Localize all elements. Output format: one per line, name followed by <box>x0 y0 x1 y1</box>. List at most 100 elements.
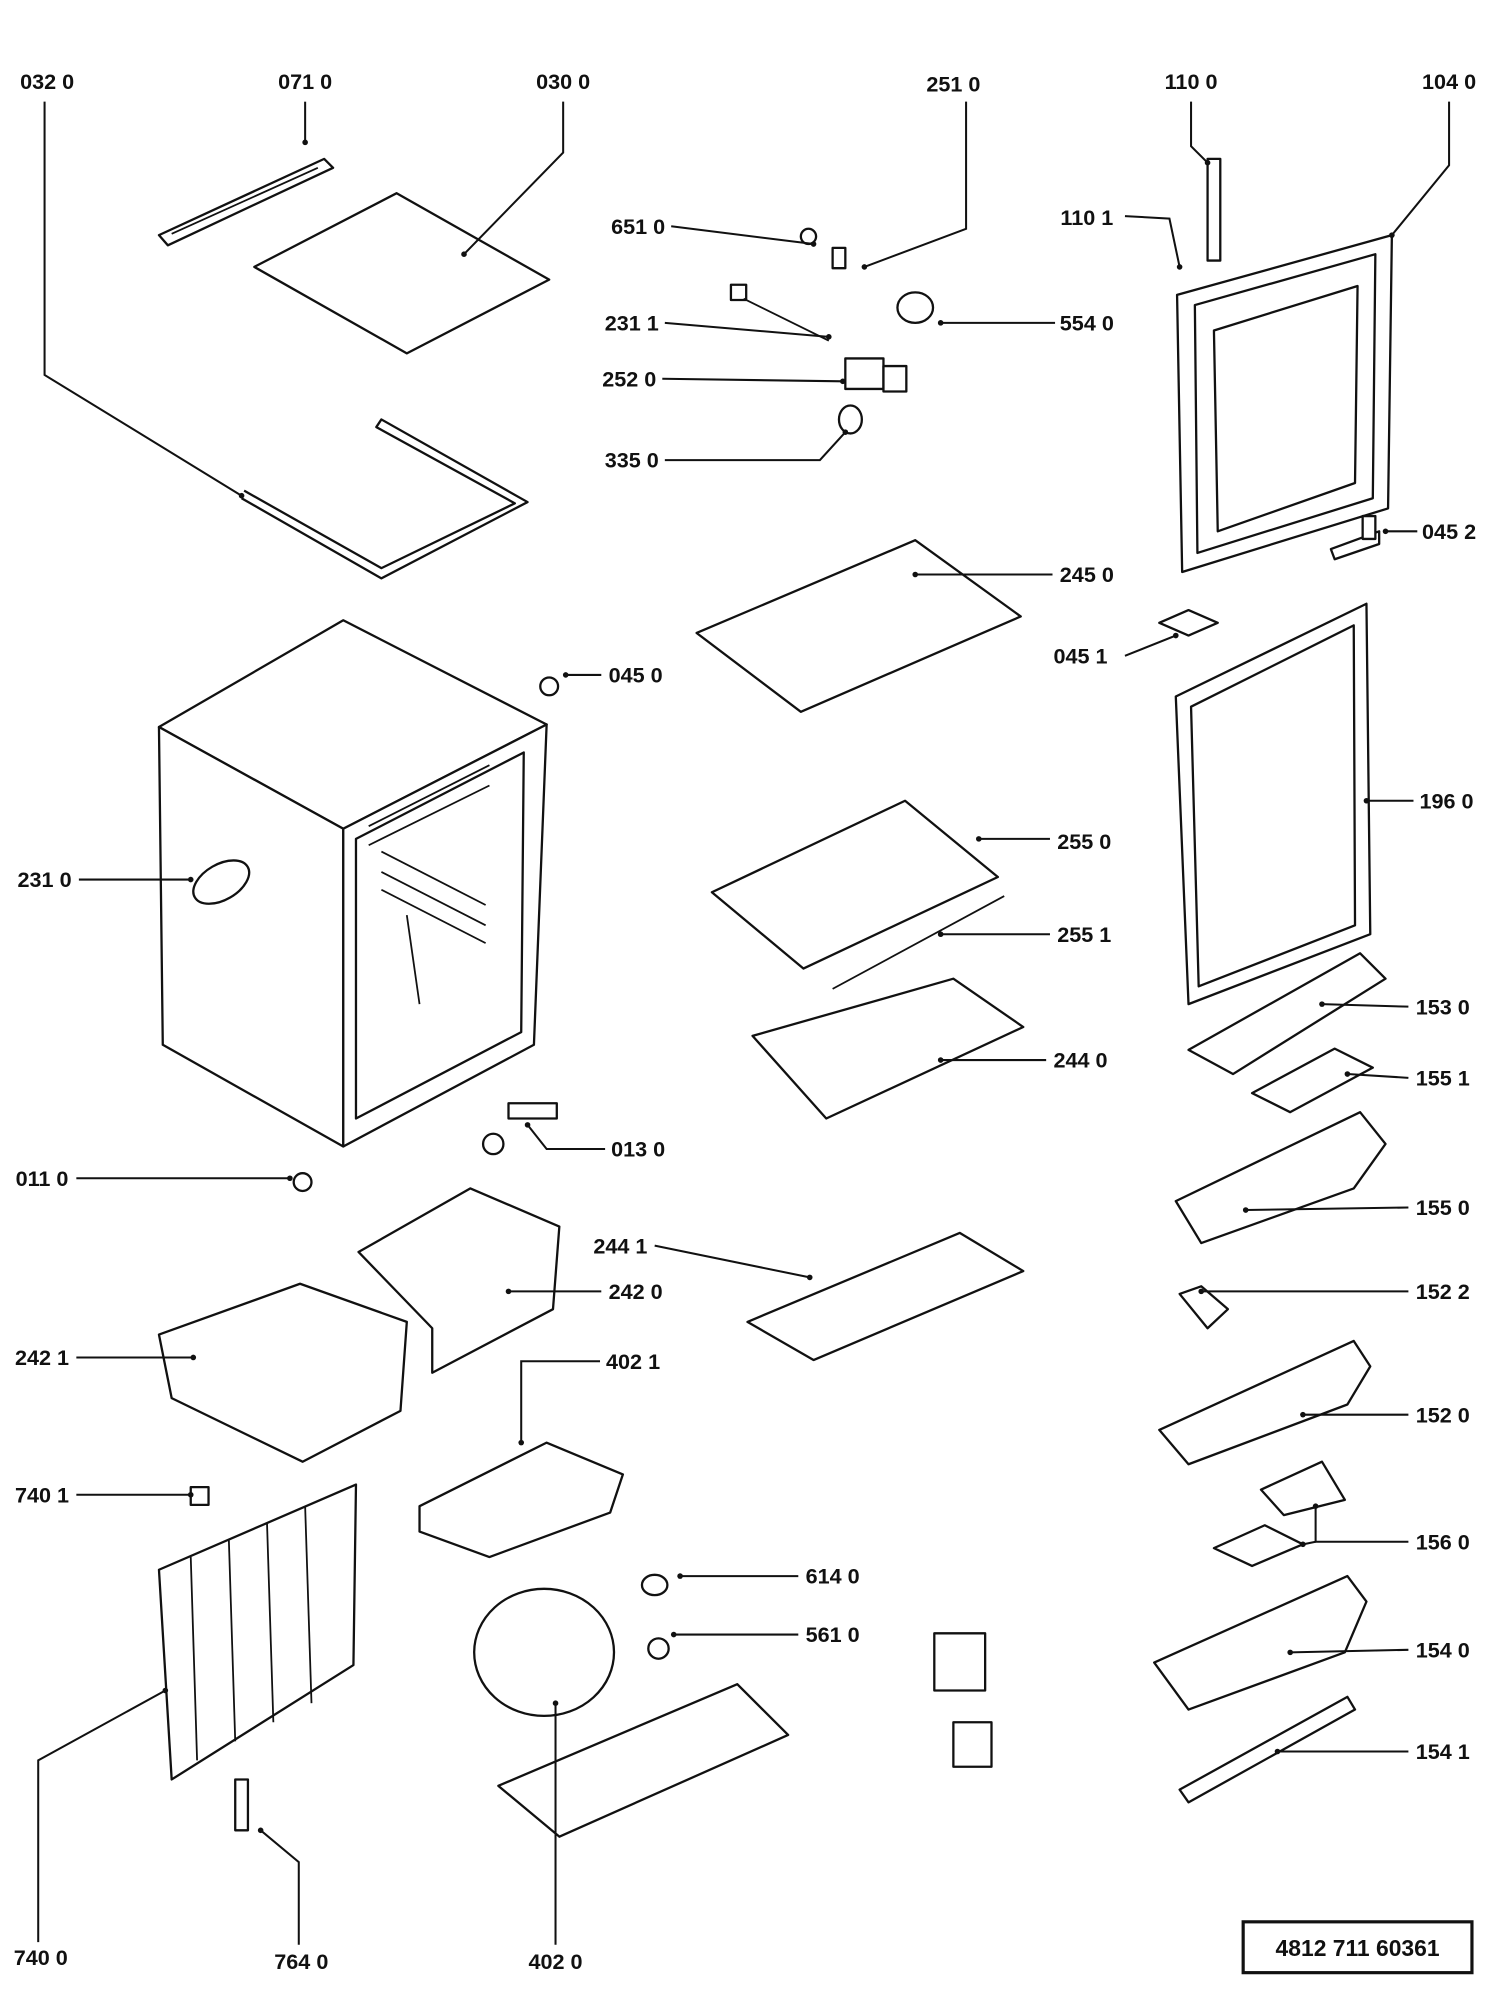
callout: 104 0 <box>1389 69 1476 238</box>
callout: 110 0 <box>1165 69 1218 166</box>
callout: 196 0 <box>1363 788 1474 813</box>
callout: 013 0 <box>524 1122 665 1162</box>
callout: 110 1 <box>1060 205 1183 270</box>
leader-dot <box>937 320 944 326</box>
part-number-label: 335 0 <box>605 448 659 473</box>
leader-dot <box>1274 1748 1281 1755</box>
leader-dot <box>238 492 245 499</box>
leader-line <box>37 1689 166 1943</box>
part-freezer-door-1040 <box>1158 157 1394 637</box>
part-control-components <box>729 227 935 435</box>
part-number-label: 030 0 <box>536 69 590 94</box>
part-crispers <box>157 1187 561 1463</box>
leader-line <box>1124 634 1177 657</box>
leader-dot <box>461 251 467 258</box>
callout: 244 0 <box>937 1048 1107 1073</box>
part-number-label: 402 1 <box>606 1349 660 1374</box>
leader-dot <box>505 1288 512 1295</box>
callout: 153 0 <box>1319 994 1470 1019</box>
part-number-label: 251 0 <box>926 72 980 97</box>
callout: 245 0 <box>912 562 1114 587</box>
callout: 554 0 <box>937 310 1114 335</box>
leader-dot <box>806 1274 813 1281</box>
part-number-label: 110 1 <box>1060 205 1113 230</box>
leader-line <box>520 1360 601 1443</box>
leader-dot <box>1300 1411 1306 1418</box>
leader-line <box>1290 1648 1409 1654</box>
callout: 651 0 <box>611 214 817 247</box>
leader-dot <box>861 264 868 270</box>
callout: 402 1 <box>518 1349 660 1446</box>
leader-dot <box>810 241 817 247</box>
leader-dot <box>552 1700 559 1706</box>
part-number-label: 155 1 <box>1416 1065 1470 1090</box>
callout: 152 2 <box>1198 1279 1470 1304</box>
callout: 244 1 <box>593 1233 813 1281</box>
callout: 154 1 <box>1274 1739 1470 1764</box>
part-number-label: 255 0 <box>1057 829 1111 854</box>
leader-dot <box>1300 1541 1306 1548</box>
leader-dot <box>975 836 982 842</box>
part-number-label: 110 0 <box>1165 69 1218 94</box>
leader-line <box>662 377 843 383</box>
callout: 156 0 <box>1300 1503 1470 1554</box>
leader-dot <box>826 334 832 340</box>
leader-dot <box>524 1122 531 1128</box>
callout: 045 2 <box>1382 519 1476 544</box>
callout: 152 0 <box>1300 1402 1470 1427</box>
leader-line <box>1190 101 1209 164</box>
leader-dot <box>937 1057 944 1063</box>
leader-dot <box>1363 797 1370 804</box>
callout: 402 0 <box>529 1700 583 1974</box>
part-number-label: 071 0 <box>278 69 332 94</box>
leader-dot <box>287 1175 293 1182</box>
leader-line <box>664 431 847 462</box>
part-number-label: 156 0 <box>1416 1529 1470 1554</box>
part-number-label: 045 2 <box>1422 519 1476 544</box>
leader-line <box>1245 1206 1409 1212</box>
part-number-label: 740 1 <box>15 1482 69 1507</box>
leader-dot <box>562 672 569 678</box>
leader-dot <box>1344 1071 1351 1077</box>
part-number-label: 231 0 <box>18 867 72 892</box>
part-number-label: 244 1 <box>593 1233 647 1258</box>
part-number-label: 561 0 <box>806 1622 860 1647</box>
part-number-label: 242 0 <box>609 1279 663 1304</box>
leader-line <box>43 101 243 497</box>
leader-line <box>664 321 829 338</box>
callout: 251 0 <box>861 72 980 270</box>
part-number-label: 252 0 <box>602 366 656 391</box>
part-top-frame-0320 <box>241 418 529 580</box>
leader-dot <box>839 378 846 385</box>
leader-dot <box>1242 1207 1249 1213</box>
part-number-label: 740 0 <box>14 1945 68 1970</box>
leader-dot <box>670 1631 677 1638</box>
callout: 231 0 <box>18 867 194 892</box>
leader-dot <box>518 1439 525 1446</box>
callout: 252 0 <box>602 366 846 391</box>
leader-dot <box>677 1573 683 1579</box>
part-number-label: 013 0 <box>611 1137 665 1162</box>
part-number-label: 651 0 <box>611 214 665 239</box>
part-number-label: 155 0 <box>1416 1195 1470 1220</box>
leader-dot <box>937 931 944 938</box>
part-number-label: 104 0 <box>1422 69 1476 94</box>
part-number-label: 242 1 <box>15 1345 69 1370</box>
callout: 011 0 <box>16 1166 293 1191</box>
part-number-label: 402 0 <box>529 1949 583 1974</box>
callout: 030 0 <box>461 69 590 258</box>
callout: 155 1 <box>1344 1065 1470 1090</box>
callout: 335 0 <box>605 429 849 473</box>
leader-dot <box>1319 1001 1325 1007</box>
leader-dot <box>1176 264 1183 270</box>
part-number-label: 032 0 <box>20 69 74 94</box>
leader-dot <box>190 1354 197 1361</box>
leader-dot <box>1204 159 1211 166</box>
callout: 155 0 <box>1242 1195 1470 1220</box>
callout: 242 1 <box>15 1345 197 1370</box>
leader-dot <box>1287 1649 1293 1656</box>
callout: 231 1 <box>605 310 832 340</box>
part-number-label: 045 1 <box>1053 643 1107 668</box>
leader-dot <box>187 876 194 883</box>
